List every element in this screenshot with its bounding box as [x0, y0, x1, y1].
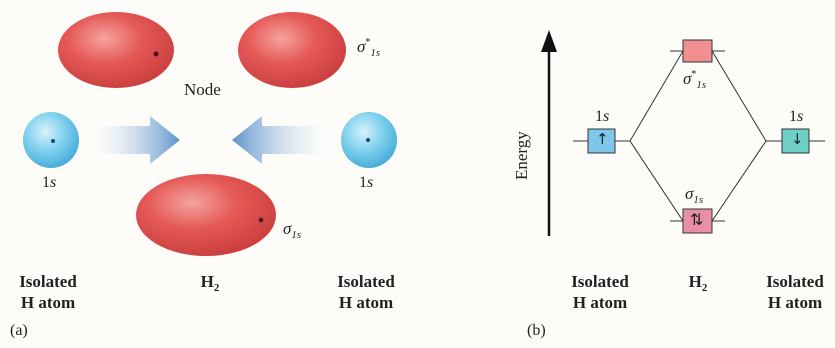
- bonding-level-electrons: ⇅: [690, 212, 703, 228]
- left-level-main: 1: [595, 108, 603, 125]
- caption-a-center-sub: 2: [214, 282, 220, 294]
- atom-nucleus-right: [366, 138, 370, 142]
- antibonding-orbital-lobes: [58, 12, 346, 88]
- caption-b-left-line2: H atom: [560, 292, 640, 313]
- panel-a-label: (a): [10, 323, 28, 339]
- antibonding-lobe-left: [58, 12, 174, 88]
- right-level-electron: ↓: [791, 132, 804, 147]
- arrow-left: [232, 116, 330, 164]
- left-level-electron: ↑: [596, 132, 609, 147]
- bonding-subscript: 1s: [291, 229, 301, 241]
- atom-sphere-left: [23, 112, 79, 168]
- atom-nucleus-left: [51, 139, 55, 143]
- left-atom-orbital-label: 1s: [42, 175, 56, 191]
- left-atom-orbital-main: 1: [42, 174, 50, 191]
- right-atom-orbital-sub: s: [367, 174, 373, 191]
- bonding-b-subscript: 1s: [693, 194, 703, 206]
- caption-b-center-main: H: [689, 272, 702, 291]
- right-level-main: 1: [789, 108, 797, 125]
- approach-arrows: [90, 116, 330, 164]
- bonding-orbital: [136, 174, 276, 256]
- caption-a-right-line2: H atom: [326, 292, 406, 313]
- right-level-label: 1s: [789, 109, 803, 125]
- antibonding-subscript: 1s: [370, 47, 380, 59]
- nucleus-dot-left: [154, 52, 159, 57]
- caption-a-center-main: H: [201, 272, 214, 291]
- node-label: Node: [184, 81, 221, 98]
- caption-a-left-line2: H atom: [8, 292, 88, 313]
- caption-a-right: Isolated H atom: [326, 271, 406, 313]
- antibonding-box: [683, 40, 712, 62]
- antibonding-label-a: σ*1s: [357, 38, 380, 59]
- antibonding-lobe-right: [238, 12, 346, 88]
- antibonding-b-subscript: 1s: [696, 79, 706, 91]
- bonding-label-a: σ1s: [283, 220, 301, 241]
- caption-b-center: H2: [678, 271, 718, 299]
- caption-a-left-line1: Isolated: [8, 271, 88, 292]
- bonding-label-b: σ1s: [685, 185, 703, 206]
- isolated-atoms: [23, 112, 397, 168]
- energy-axis-label: Energy: [512, 131, 532, 180]
- caption-b-center-sub: 2: [702, 282, 708, 294]
- antibonding-label-b: σ*1s: [683, 70, 706, 91]
- panel-b-label: (b): [527, 323, 546, 339]
- caption-a-center: H2: [190, 271, 230, 299]
- left-atom-orbital-sub: s: [50, 174, 56, 191]
- energy-axis: [541, 30, 557, 236]
- caption-a-left: Isolated H atom: [8, 271, 88, 313]
- caption-b-right-line2: H atom: [755, 292, 835, 313]
- right-atom-orbital-main: 1: [359, 174, 367, 191]
- arrow-right: [90, 116, 180, 164]
- right-level-sub: s: [797, 108, 803, 125]
- caption-a-right-line1: Isolated: [326, 271, 406, 292]
- left-level-label: 1s: [595, 109, 609, 125]
- caption-b-right-line1: Isolated: [755, 271, 835, 292]
- bonding-lobe: [136, 174, 276, 256]
- caption-b-right: Isolated H atom: [755, 271, 835, 313]
- right-atom-orbital-label: 1s: [359, 175, 373, 191]
- bonding-nucleus-dot: [259, 218, 264, 223]
- left-level-sub: s: [603, 108, 609, 125]
- caption-b-left: Isolated H atom: [560, 271, 640, 313]
- caption-b-left-line1: Isolated: [560, 271, 640, 292]
